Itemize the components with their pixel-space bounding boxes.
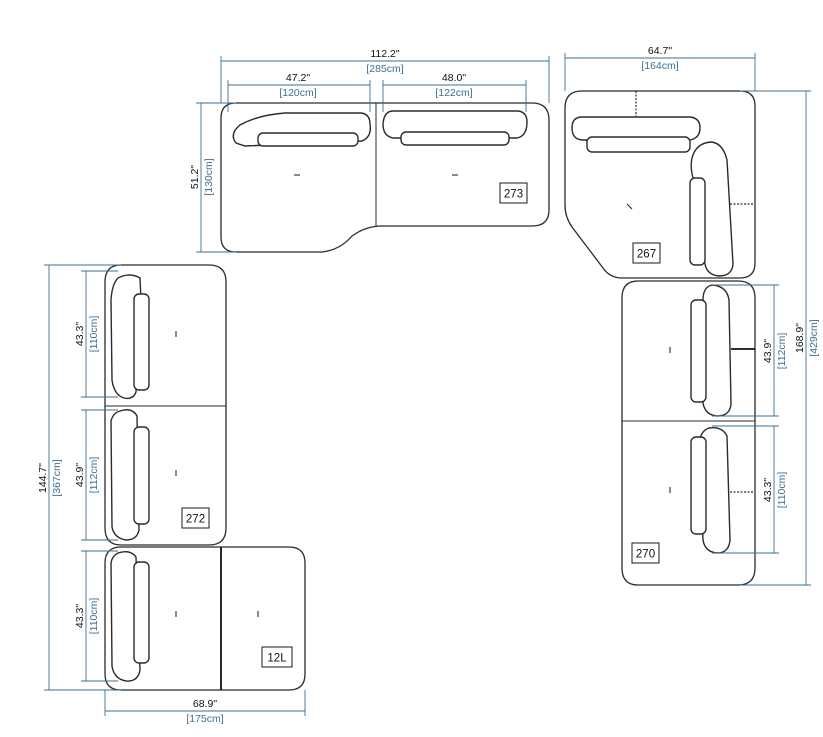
dim-top-mid-seat-cm: [122cm]	[435, 87, 472, 99]
module-273-group: 273	[220, 102, 550, 253]
module-267-group: 267	[564, 90, 756, 279]
module-270-label-box	[631, 542, 660, 564]
module-270-group: 270	[621, 280, 756, 586]
dim-right-total-cm: [429cm]	[808, 319, 820, 356]
dim-top-left-seat-cm: [120cm]	[279, 87, 316, 99]
seat-272b-backrest	[110, 409, 140, 541]
seat-273b-cushion	[400, 131, 510, 146]
module-272-outline	[104, 264, 227, 546]
module-272-group: 272	[104, 264, 227, 546]
dim-right-seat1-cm: [112cm]	[776, 333, 788, 370]
seat-12L-backrest	[110, 550, 141, 682]
module-12L-label: 12L	[267, 653, 287, 665]
dim-right-seat1-in: 43.9"	[762, 339, 774, 363]
dim-top-depth-cm: [130cm]	[203, 158, 215, 195]
dim-left-seat2-in: 43.9"	[74, 463, 86, 487]
seat-270a-cushion	[690, 299, 707, 403]
module-267-outline	[564, 90, 756, 279]
corner-side-backrest	[690, 141, 734, 277]
dim-right-total-in: 168.9"	[794, 323, 806, 353]
dim-bottom-width-cm: [175cm]	[186, 713, 223, 725]
module-273-outline	[220, 102, 550, 253]
dim-right-seat2-cm: [110cm]	[776, 472, 788, 509]
seat-12L-cushion	[133, 561, 150, 664]
dim-top-right-in: 64.7"	[648, 45, 672, 57]
module-270-outline	[621, 280, 756, 586]
module-272-label-box	[181, 507, 210, 529]
corner-center-mark	[626, 203, 633, 210]
dim-bottom-width-in: 68.9"	[193, 698, 217, 710]
seat-270a-backrest	[702, 284, 732, 417]
dim-top-mid-seat-in: 48.0"	[442, 72, 466, 84]
module-270-label: 270	[636, 549, 655, 561]
seat-272a-cushion	[133, 293, 150, 391]
dim-top-left-seat-in: 47.2"	[286, 72, 310, 84]
module-267-label-box	[632, 242, 661, 264]
dim-top-total-in: 112.2"	[370, 48, 399, 60]
corner-back-cushion	[586, 136, 691, 153]
dim-left-total-cm: [367cm]	[51, 459, 63, 496]
dim-right-seat2-in: 43.3"	[762, 478, 774, 502]
dim-top-right-cm: [164cm]	[641, 60, 678, 72]
dim-left-seat1-in: 43.3"	[74, 322, 86, 346]
seat-270b-cushion	[690, 436, 707, 535]
module-273-label: 273	[504, 189, 523, 201]
dim-left-seat2-cm: [112cm]	[88, 457, 100, 494]
module-12L-outline	[104, 546, 306, 691]
module-273-label-box	[499, 182, 528, 204]
dim-top-depth-in: 51.2"	[189, 165, 201, 189]
seat-273b-backrest	[382, 110, 528, 139]
dim-left-seat3-cm: [110cm]	[88, 598, 100, 635]
module-272-label: 272	[186, 514, 205, 526]
module-12L-label-box	[261, 646, 293, 668]
seat-272b-cushion	[133, 426, 150, 525]
dim-left-seat1-cm: [110cm]	[88, 316, 100, 353]
corner-side-cushion	[689, 177, 706, 266]
seat-273a-cushion	[257, 132, 359, 147]
dim-left-total-in: 144.7"	[37, 463, 49, 493]
module-267-label: 267	[637, 249, 656, 261]
dim-left-seat3-in: 43.3"	[74, 604, 86, 628]
module-12L-group: 12L	[104, 546, 306, 691]
dimension-labels: 112.2" [285cm] 47.2" [120cm] 48.0" [122c…	[37, 45, 820, 725]
dim-top-total-cm: [285cm]	[366, 63, 403, 75]
dimension-lines	[44, 53, 811, 716]
